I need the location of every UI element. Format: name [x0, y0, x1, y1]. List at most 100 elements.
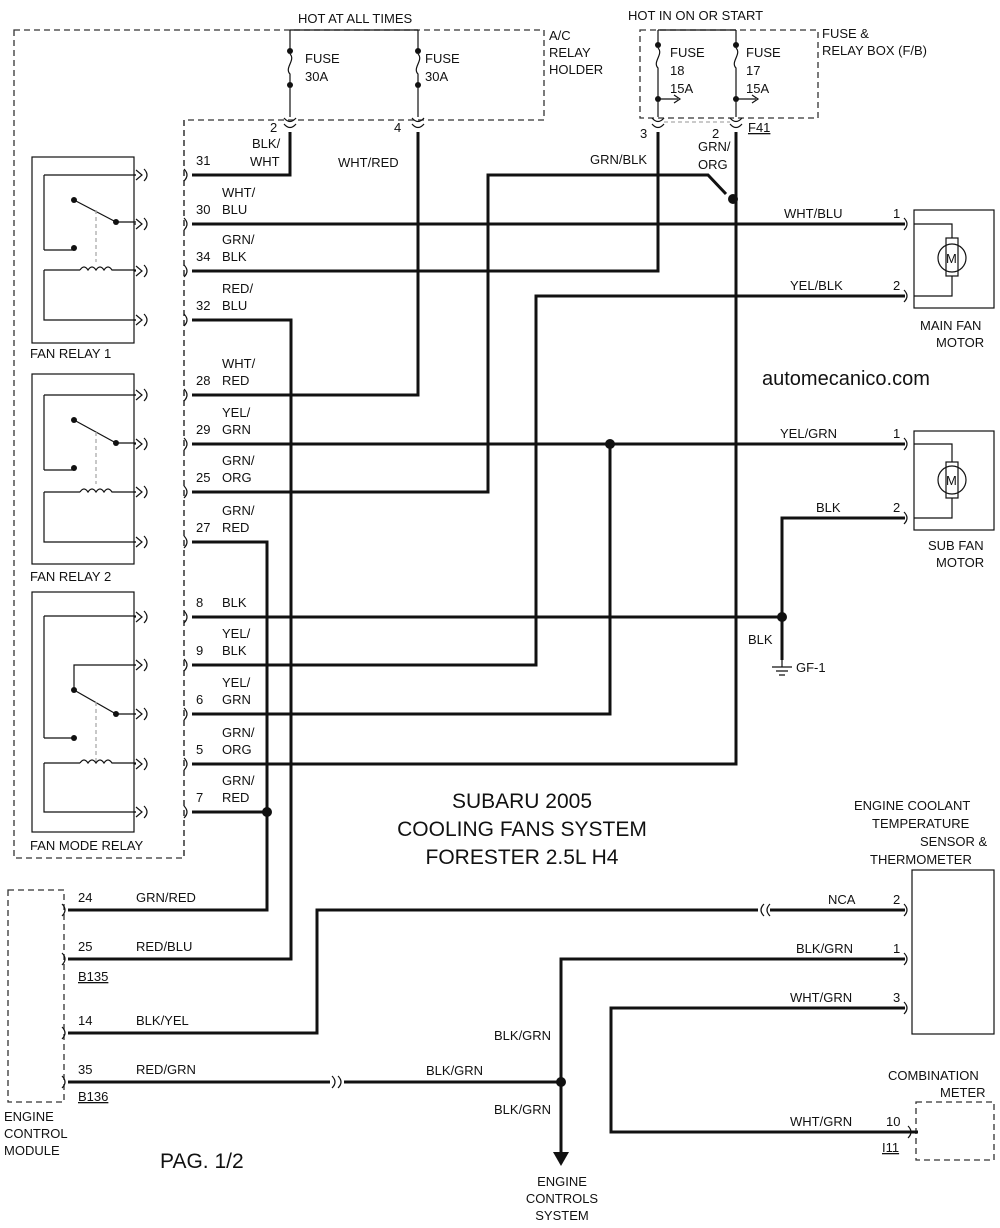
splice-dots: [262, 194, 787, 1087]
svg-text:3: 3: [893, 990, 900, 1005]
relay-pin-stub: [134, 535, 188, 549]
relay-pin-wire-label: RED: [222, 373, 249, 388]
svg-text:SUB FAN: SUB FAN: [928, 538, 984, 553]
relay-pin-wire-label: YEL/: [222, 675, 251, 690]
relay-pin-wire-label: GRN/: [222, 773, 255, 788]
ground-gf1: BLK GF-1: [748, 632, 826, 676]
relay-pin-stub: [134, 757, 188, 771]
svg-text:GRN/RED: GRN/RED: [136, 890, 196, 905]
svg-text:MODULE: MODULE: [4, 1143, 60, 1158]
relay-pin-wire-label: BLU: [222, 202, 247, 217]
relay-pin-wire-label: BLK: [222, 595, 247, 610]
fuse-pin-2: 2: [270, 120, 277, 135]
relay-pin-wire-label: GRN/: [222, 232, 255, 247]
relay-pin-stub: [134, 707, 188, 721]
svg-text:35: 35: [78, 1062, 92, 1077]
svg-text:TEMPERATURE: TEMPERATURE: [872, 816, 970, 831]
relay-pin-number: 8: [196, 595, 203, 610]
hot-at-all-times-label: HOT AT ALL TIMES: [298, 11, 412, 26]
relay-pin-stub: [134, 485, 188, 499]
ac-relay-holder: [13, 29, 545, 859]
relay-pin-wire-label: YEL/: [222, 626, 251, 641]
wire-grn-blk-label: GRN/BLK: [590, 152, 647, 167]
page-number: PAG. 1/2: [160, 1150, 244, 1173]
relay-pin-number: 30: [196, 202, 210, 217]
watermark: automecanico.com: [762, 368, 930, 390]
svg-text:2: 2: [893, 892, 900, 907]
svg-text:14: 14: [78, 1013, 92, 1028]
svg-text:1: 1: [893, 941, 900, 956]
relay-pin-stub: [134, 388, 188, 402]
svg-text:1: 1: [893, 426, 900, 441]
svg-text:FORESTER 2.5L H4: FORESTER 2.5L H4: [426, 846, 619, 869]
relay-pin-wire-label: GRN/: [222, 453, 255, 468]
fan-mode-relay-label: FAN MODE RELAY: [30, 838, 144, 853]
relay-pin-wire-label: WHT/: [222, 185, 256, 200]
svg-text:CONTROLS: CONTROLS: [526, 1191, 599, 1206]
svg-text:CONTROL: CONTROL: [4, 1126, 68, 1141]
combination-meter: COMBINATION METER 10 WHT/GRN I11: [790, 1068, 986, 1155]
svg-text:WHT/GRN: WHT/GRN: [790, 990, 852, 1005]
svg-text:COMBINATION: COMBINATION: [888, 1068, 979, 1083]
relay-pin-stub: [134, 217, 188, 231]
svg-text:FUSE: FUSE: [425, 51, 460, 66]
wire-wht-red-label: WHT/RED: [338, 155, 399, 170]
wire-blk-wht-label-2: WHT: [250, 154, 280, 169]
svg-text:MOTOR: MOTOR: [936, 555, 984, 570]
ecm-box: [7, 889, 65, 1103]
wire-blk-wht-label: BLK/: [252, 136, 281, 151]
svg-text:I11: I11: [882, 1140, 899, 1155]
wire-grn-org-label-2: ORG: [698, 157, 728, 172]
svg-text:2: 2: [893, 500, 900, 515]
svg-text:25: 25: [78, 939, 92, 954]
fuse-30a-1: FUSE 30A: [287, 30, 340, 117]
relay-pin-wire-label: GRN/: [222, 503, 255, 518]
svg-text:30A: 30A: [305, 69, 328, 84]
top-connectors: [283, 117, 743, 129]
fan-relay-1: FAN RELAY 1: [30, 156, 136, 361]
svg-text:BLK/GRN: BLK/GRN: [494, 1102, 551, 1117]
svg-text:30A: 30A: [425, 69, 448, 84]
svg-text:RED/BLU: RED/BLU: [136, 939, 192, 954]
svg-text:SYSTEM: SYSTEM: [535, 1208, 588, 1223]
svg-text:15A: 15A: [670, 81, 693, 96]
svg-text:18: 18: [670, 63, 684, 78]
relay-pin-wire-label: BLK: [222, 249, 247, 264]
relay-pin-number: 27: [196, 520, 210, 535]
fuse-18: FUSE 18 15A: [655, 30, 705, 117]
relay-pin-number: 25: [196, 470, 210, 485]
fuse-pin-4: 4: [394, 120, 401, 135]
wires: [68, 132, 918, 1166]
relay-pin-wire-label: RED: [222, 790, 249, 805]
fan-relay-1-label: FAN RELAY 1: [30, 346, 111, 361]
svg-text:RED/GRN: RED/GRN: [136, 1062, 196, 1077]
svg-text:BLK: BLK: [816, 500, 841, 515]
fuse-30a-2: FUSE 30A: [415, 30, 460, 117]
relay-pin-wire-label: WHT/: [222, 356, 256, 371]
svg-text:RELAY: RELAY: [549, 45, 591, 60]
fuse-relay-box: [639, 29, 819, 119]
fuse-17: FUSE 17 15A: [733, 30, 781, 117]
relay-pin-number: 31: [196, 153, 210, 168]
relay-pin-stub: [134, 437, 188, 451]
coolant-sensor-box: [911, 869, 995, 1035]
engine-controls-system: BLK/GRN BLK/GRN BLK/GRN ENGINE CONTROLS …: [426, 1028, 598, 1223]
fuse-relay-box-label: FUSE & RELAY BOX (F/B): [822, 26, 927, 58]
svg-text:10: 10: [886, 1114, 900, 1129]
wire-grn-org-label: GRN/: [698, 139, 731, 154]
svg-text:BLK/GRN: BLK/GRN: [796, 941, 853, 956]
relay-pin-wire-label: GRN/: [222, 725, 255, 740]
svg-text:ENGINE COOLANT: ENGINE COOLANT: [854, 798, 970, 813]
relay-pin-wire-label: YEL/: [222, 405, 251, 420]
engine-control-module: 24 25 14 35 GRN/RED RED/BLU BLK/YEL RED/…: [4, 890, 196, 1158]
main-fan-motor: M 1 2 WHT/BLU YEL/BLK MAIN FAN MOTOR: [784, 206, 995, 350]
relay-pin-wire-label: GRN: [222, 422, 251, 437]
relay-pin-stubs: [134, 168, 188, 819]
svg-text:SUBARU 2005: SUBARU 2005: [452, 790, 592, 813]
relay-pin-wire-label: ORG: [222, 470, 252, 485]
fan-relay-2-label: FAN RELAY 2: [30, 569, 111, 584]
relay-pin-number: 28: [196, 373, 210, 388]
svg-text:MAIN FAN: MAIN FAN: [920, 318, 981, 333]
relay-pin-labels: 3130WHT/BLU34GRN/BLK32RED/BLU28WHT/RED29…: [196, 153, 256, 805]
